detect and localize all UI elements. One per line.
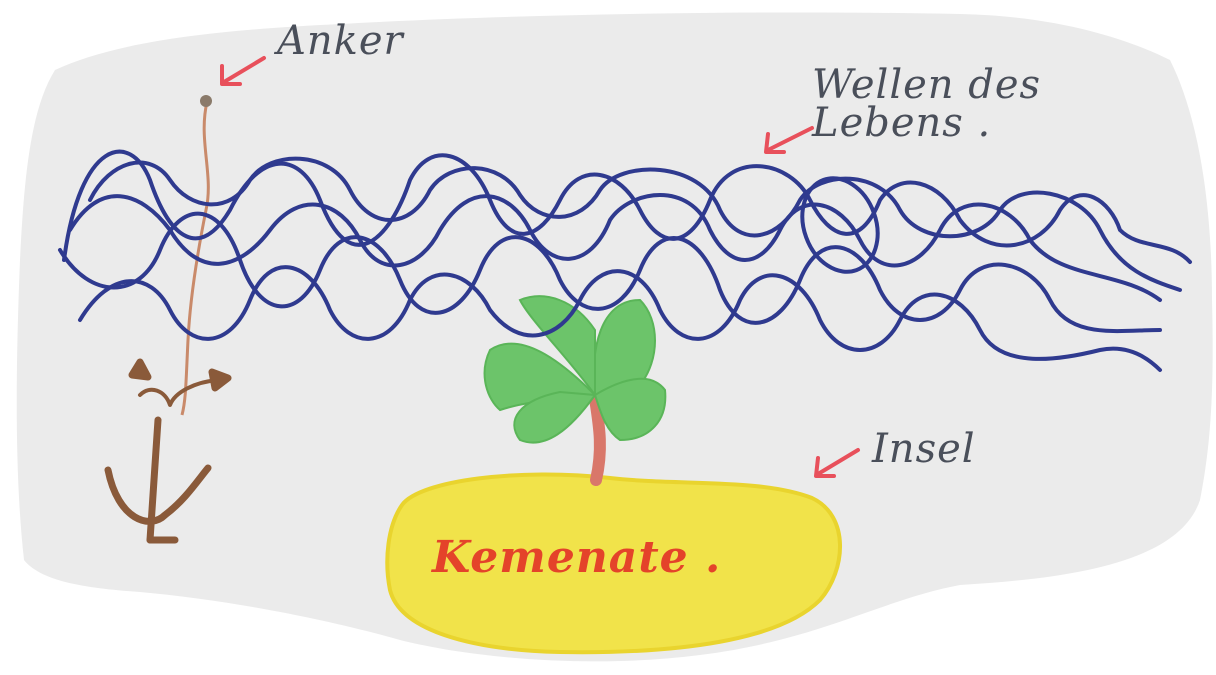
label-insel: Insel (872, 426, 976, 472)
label-wellen-des-lebens: Wellen des Lebens . (812, 66, 1041, 142)
label-wellen-line2: Lebens . (812, 104, 1041, 142)
label-anker: Anker (277, 18, 404, 64)
label-kemenate: Kemenate . (432, 532, 721, 583)
label-wellen-line1: Wellen des (812, 66, 1041, 104)
anchor-ring (200, 95, 212, 107)
